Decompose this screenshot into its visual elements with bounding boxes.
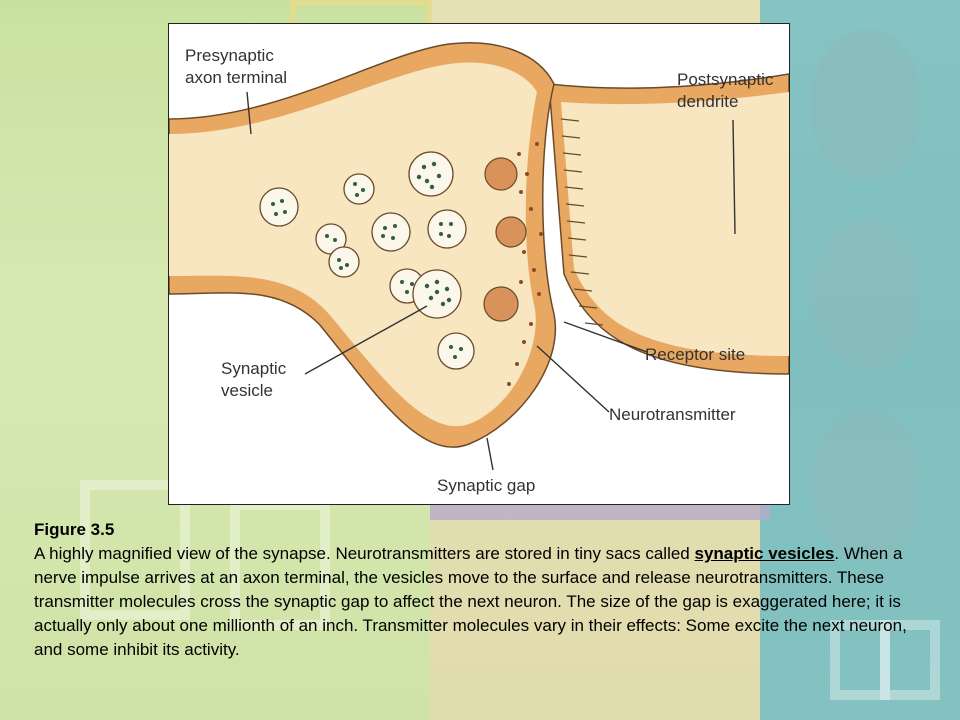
caption-text-before: A highly magnified view of the synapse. … [34, 544, 695, 563]
postsynaptic-dendrite-inner [561, 92, 789, 356]
presynaptic-cytoplasm [169, 62, 537, 427]
cleft-neurotransmitters [507, 142, 543, 386]
label-postsynaptic-dendrite: Postsynaptic dendrite [677, 70, 774, 111]
label-receptor-site: Receptor site [645, 345, 746, 364]
label-neurotransmitter: Neurotransmitter [609, 405, 736, 424]
vesicle-neurotransmitters [271, 161, 463, 359]
leader-lines [246, 91, 736, 471]
figure-caption: Figure 3.5 A highly magnified view of th… [34, 518, 934, 662]
key-term-synaptic-vesicles: synaptic vesicles [694, 544, 835, 563]
caption-text-after: . When a nerve impulse arrives at an axo… [34, 544, 907, 659]
label-synaptic-gap: Synaptic gap [437, 476, 536, 495]
synaptic-vesicles [259, 151, 475, 370]
release-pockets [483, 157, 527, 322]
receptor-sites [560, 118, 604, 326]
label-presynaptic-axon-terminal: Presynaptic axon terminal [185, 46, 288, 87]
synapse-diagram: Presynaptic axon terminal Postsynaptic d… [168, 23, 790, 505]
synapse-illustration [169, 42, 789, 471]
label-synaptic-vesicle: Synaptic vesicle [221, 359, 287, 400]
figure-title: Figure 3.5 [34, 520, 115, 539]
